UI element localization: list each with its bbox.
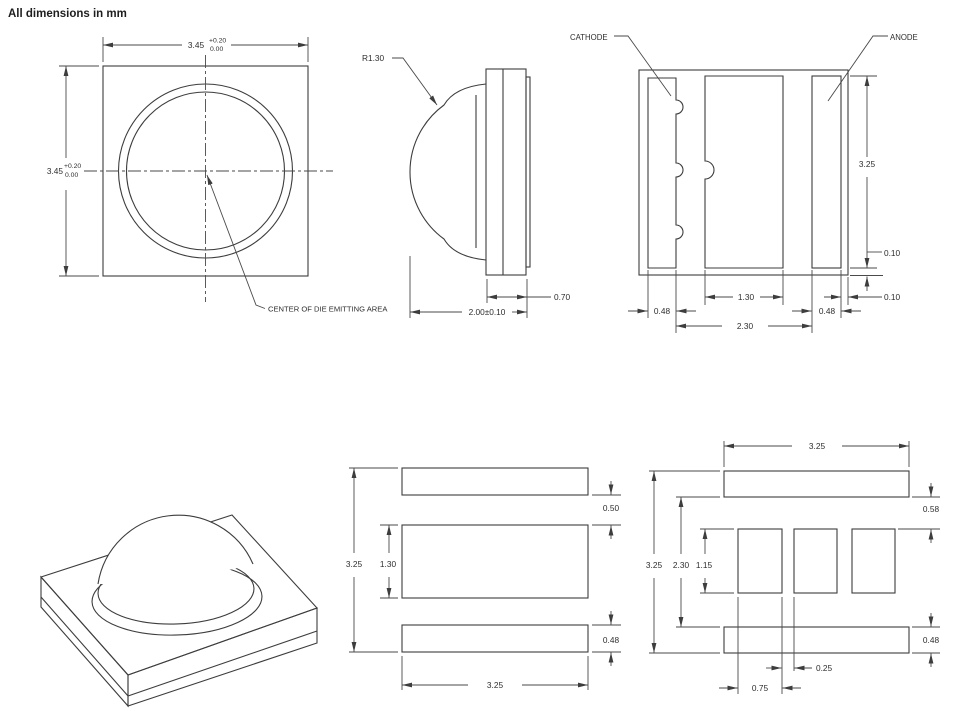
iso-left-face: [40, 575, 129, 708]
land-extension-lines: [349, 467, 621, 690]
land-gap-value: 0.50: [603, 503, 620, 513]
stencil-height-value: 3.25: [646, 560, 663, 570]
stencil-span-value: 2.30: [673, 560, 690, 570]
land-width-value: 3.25: [487, 680, 504, 690]
inner-span-value: 2.30: [737, 321, 754, 331]
cathode-leader-line: [614, 35, 672, 97]
front-height-dim-value: 3.45: [47, 166, 64, 176]
isometric-view: [40, 514, 318, 708]
stencil-topgap-value: 0.58: [923, 504, 940, 514]
land-center-value: 1.30: [380, 559, 397, 569]
back-bottom-extension-lines: [647, 270, 813, 333]
land-pattern-view: 3.25 1.30 0.50 0.48 3.25: [346, 467, 621, 690]
back-right-extension-lines: [840, 75, 883, 318]
die-center-leader-line: [206, 174, 266, 309]
front-centerlines: [84, 55, 333, 302]
iso-dome-outline: [97, 514, 254, 585]
land-bottom-pad: [401, 624, 589, 653]
die-center-label: CENTER OF DIE EMITTING AREA: [268, 305, 388, 314]
lens-radius-label: R1.30: [362, 53, 385, 63]
stencil-gap-value: 0.25: [816, 663, 833, 673]
side-back-flange: [525, 76, 531, 268]
iso-right-face: [127, 607, 318, 707]
cathode-pad: [647, 77, 684, 269]
thermal-pad: [704, 75, 784, 269]
front-height-tol-lower: 0.00: [65, 172, 78, 179]
sheet-title: All dimensions in mm: [8, 8, 127, 20]
stencil-aperture-height-value: 1.15: [696, 560, 713, 570]
stencil-bottom-bar: [723, 626, 910, 654]
front-height-tol-upper: +0.20: [64, 163, 81, 170]
side-body-outline: [485, 68, 527, 276]
stencil-aperture-1: [737, 528, 783, 594]
front-width-dim-value: 3.45: [188, 40, 205, 50]
back-package-outline: [638, 69, 849, 276]
iso-layer-seam: [40, 596, 318, 697]
front-width-tol-lower: 0.00: [210, 46, 223, 53]
pad-height-value: 3.25: [859, 159, 876, 169]
side-lens-profile: [409, 83, 487, 261]
back-view: CATHODE ANODE 3.25 0.10 0.10 1.30 0.48 0…: [570, 33, 918, 333]
stencil-width-value: 3.25: [809, 441, 826, 451]
cathode-pad-value: 0.48: [654, 306, 671, 316]
anode-leader-line: [827, 35, 888, 102]
anode-pad: [811, 75, 842, 269]
pad-inset-value: 0.10: [884, 248, 901, 258]
anode-label: ANODE: [890, 33, 918, 42]
land-bottom-value: 0.48: [603, 635, 620, 645]
iso-dome-fill: [98, 515, 253, 585]
side-view: R1.30 0.70 2.00±0.10: [362, 53, 571, 318]
land-height-value: 3.25: [346, 559, 363, 569]
front-width-tol-upper: +0.20: [209, 38, 226, 45]
lens-radius-leader-line: [392, 57, 438, 106]
body-depth-value: 0.70: [554, 292, 571, 302]
stencil-extension-lines: [649, 441, 940, 694]
center-pad-value: 1.30: [738, 292, 755, 302]
stencil-bottombar-value: 0.48: [923, 635, 940, 645]
cathode-label: CATHODE: [570, 33, 608, 42]
land-top-pad: [401, 467, 589, 496]
front-extension-lines: [59, 37, 309, 277]
front-view: 3.45 +0.20 0.00 3.45 +0.20 0.00 CENTER O…: [47, 37, 388, 314]
stencil-top-bar: [723, 470, 910, 498]
land-center-pad: [401, 524, 589, 599]
stencil-aperture-3: [851, 528, 896, 594]
stencil-pattern-view: 3.25 3.25 2.30 1.15 0.58 0.48 0.25 0.75: [646, 441, 940, 694]
anode-pad-value: 0.48: [819, 306, 836, 316]
stencil-aperture-2: [793, 528, 838, 594]
edge-strip-value: 0.10: [884, 292, 901, 302]
overall-depth-value: 2.00±0.10: [469, 307, 506, 317]
stencil-aperture-width-value: 0.75: [752, 683, 769, 693]
